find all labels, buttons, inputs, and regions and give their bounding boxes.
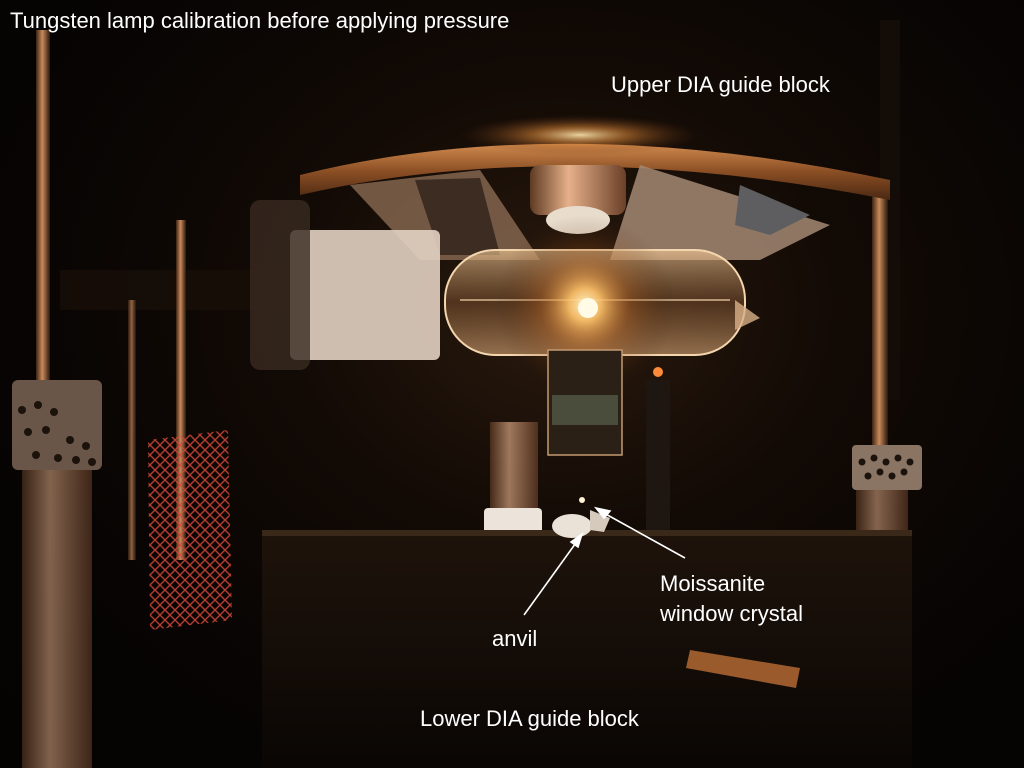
left-bearing-housing bbox=[12, 380, 102, 470]
label-lower-guide-block: Lower DIA guide block bbox=[420, 706, 639, 731]
red-mesh-panel bbox=[148, 430, 232, 630]
label-moissanite: Moissanite window crystal bbox=[660, 569, 860, 629]
left-bearing-holes bbox=[18, 401, 96, 466]
lower-guide-block bbox=[262, 533, 912, 768]
upper-plate-highlight bbox=[460, 115, 700, 155]
lamp-cable-housing bbox=[250, 200, 310, 370]
sample-glint bbox=[579, 497, 585, 503]
anvil-holder-face bbox=[735, 185, 810, 235]
upper-anvil-cylinder bbox=[530, 165, 626, 215]
lower-reflection bbox=[686, 650, 800, 688]
label-anvil: anvil bbox=[492, 626, 538, 651]
anvil-arrow-line bbox=[523, 539, 579, 616]
label-upper-guide-block: Upper DIA guide block bbox=[611, 72, 830, 97]
anvil-holder-right bbox=[610, 165, 830, 260]
moissanite-arrow-head bbox=[593, 506, 612, 520]
right-rod bbox=[872, 190, 888, 460]
right-bearing-holes bbox=[858, 454, 914, 480]
side-post-base bbox=[484, 508, 542, 534]
upper-guide-plate bbox=[300, 143, 890, 200]
indicator-light bbox=[653, 367, 663, 377]
caption-title: Tungsten lamp calibration before applyin… bbox=[10, 8, 510, 33]
lamp-socket-block bbox=[290, 230, 440, 360]
label-moissanite-line2: window crystal bbox=[660, 601, 804, 626]
anvil-arrow-head bbox=[569, 531, 584, 549]
annotation-arrows bbox=[523, 506, 686, 616]
right-bearing-housing bbox=[852, 445, 922, 490]
moissanite-crystal bbox=[590, 510, 610, 532]
left-rod-inner bbox=[176, 220, 186, 560]
moissanite-arrow-line bbox=[601, 511, 686, 559]
right-small-post bbox=[646, 380, 670, 530]
left-column bbox=[22, 470, 92, 768]
lamp-stem-window bbox=[552, 395, 618, 425]
side-post bbox=[490, 422, 538, 512]
label-moissanite-line1: Moissanite bbox=[660, 571, 766, 596]
left-rod-thin bbox=[128, 300, 136, 560]
lamp-tube-tip bbox=[735, 300, 760, 330]
lower-anvil bbox=[552, 514, 592, 538]
lamp-filament bbox=[578, 298, 598, 318]
left-rod-outer bbox=[36, 30, 50, 400]
